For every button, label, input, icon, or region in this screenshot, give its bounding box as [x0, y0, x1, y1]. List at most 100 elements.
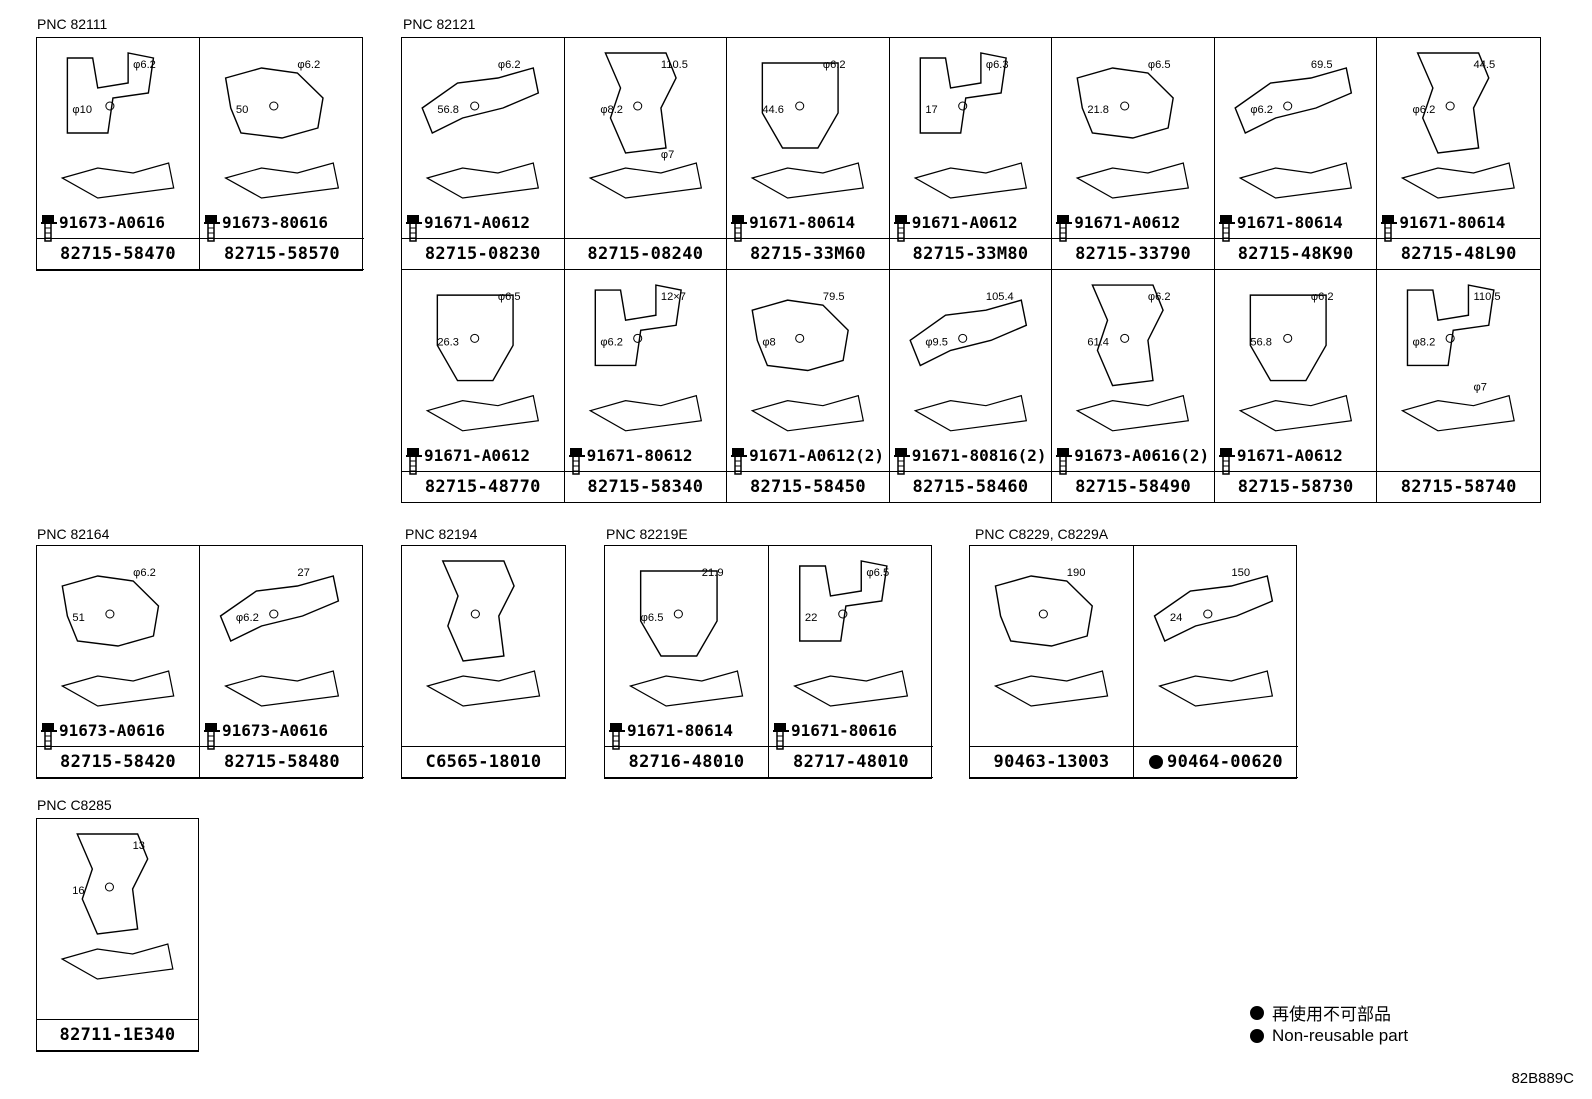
part-number[interactable]: 82715-33M60: [727, 238, 889, 269]
bolt-part-number: 91671-80614: [749, 213, 856, 232]
part-number[interactable]: 82715-58740: [1377, 471, 1540, 502]
bolt-part-number: 91673-A0616: [222, 721, 328, 740]
legend-en-text: Non-reusable part: [1272, 1026, 1409, 1045]
bolt-icon: [732, 448, 745, 475]
bolt-callout[interactable]: 91671-A0612: [406, 213, 530, 242]
bracket-drawing-icon: 21.9φ6.5: [628, 567, 744, 707]
dimension-label: 56.8: [1250, 336, 1272, 348]
bolt-callout[interactable]: 91673-80616: [204, 213, 328, 242]
bolt-callout[interactable]: 91671-80614: [1381, 213, 1505, 242]
bolt-callout[interactable]: 91671-A0612: [1218, 446, 1343, 475]
dimension-label: 51: [72, 612, 84, 624]
part-number[interactable]: 82716-48010: [605, 746, 768, 777]
bolt-icon: [1382, 215, 1395, 242]
part-number[interactable]: 90464-00620: [1134, 746, 1298, 777]
part-number[interactable]: 82717-48010: [769, 746, 933, 777]
bolt-part-number: 91671-A0612: [911, 213, 1018, 232]
bolt-part-number: 91671-80614: [627, 721, 733, 740]
bolt-callout[interactable]: 91671-A0612(2): [731, 446, 884, 475]
bolt-callout[interactable]: 91673-A0616: [41, 721, 165, 750]
part-number[interactable]: C6565-18010: [402, 746, 565, 777]
bolt-callout[interactable]: 91673-A0616: [41, 213, 165, 242]
part-cell[interactable]: 190 90463-13003: [970, 546, 1134, 778]
non-reusable-dot-icon: [1149, 755, 1164, 769]
part-number[interactable]: 82715-33790: [1052, 238, 1214, 269]
part-number[interactable]: 82711-1E340: [37, 1019, 198, 1050]
part-number[interactable]: 82715-08240: [564, 238, 727, 269]
part-number[interactable]: 82715-48L90: [1377, 238, 1540, 269]
dimension-label: 26.3: [437, 336, 459, 348]
part-number[interactable]: 82715-58450: [727, 471, 889, 502]
bracket-drawing-icon: φ6.250: [224, 59, 340, 199]
bolt-part-number: 91671-A0612: [1236, 446, 1343, 465]
part-number[interactable]: 82715-58460: [889, 471, 1052, 502]
part-number[interactable]: 82715-08230: [402, 238, 564, 269]
bolt-callout[interactable]: 91671-80816(2): [893, 446, 1047, 475]
dimension-label: 110.5: [1474, 291, 1501, 303]
bolt-callout[interactable]: 91673-A0616: [204, 721, 328, 750]
bolt-icon: [1057, 448, 1070, 475]
part-number[interactable]: 82715-48770: [402, 471, 564, 502]
non-reusable-dot-icon: [1250, 1029, 1264, 1043]
dimension-label: φ6.2: [600, 336, 623, 348]
bolt-icon: [1219, 215, 1232, 242]
bolt-callout[interactable]: 91671-A0612: [1056, 213, 1180, 242]
bolt-callout[interactable]: 91671-A0612: [893, 213, 1018, 242]
bolt-part-number: 91673-A0616(2): [1074, 446, 1210, 465]
part-number[interactable]: 82715-58730: [1214, 471, 1377, 502]
bolt-callout[interactable]: 91673-A0616(2): [1056, 446, 1210, 475]
part-number[interactable]: 82715-48K90: [1214, 238, 1377, 269]
bracket-drawing-icon: 110.5φ8.2φ7: [588, 52, 702, 199]
part-cell[interactable]: C6565-18010: [402, 546, 565, 778]
dimension-label: φ6.5: [1148, 59, 1171, 71]
bolt-callout[interactable]: 91671-80616: [773, 721, 897, 750]
bolt-icon: [732, 215, 745, 242]
bolt-callout[interactable]: 91671-80612: [568, 446, 693, 475]
part-number[interactable]: 82715-58470: [37, 238, 199, 269]
part-number[interactable]: 90463-13003: [970, 746, 1133, 777]
bolt-callout[interactable]: 91671-80614: [609, 721, 733, 750]
part-number[interactable]: 82715-58480: [200, 746, 364, 777]
bolt-part-number: 91671-A0612: [424, 446, 530, 465]
bracket-drawing-icon: φ6.244.6: [750, 59, 865, 199]
bolt-callout[interactable]: 91671-80614: [1218, 213, 1343, 242]
dimension-label: 17: [925, 104, 937, 116]
part-number[interactable]: 82715-58340: [564, 471, 727, 502]
dimension-label: 27: [297, 567, 310, 579]
part-number[interactable]: 82715-58570: [200, 238, 364, 269]
part-number[interactable]: 82715-58420: [37, 746, 199, 777]
bolt-callout[interactable]: 91671-A0612: [406, 446, 530, 475]
part-number[interactable]: 82715-33M80: [889, 238, 1052, 269]
group-label-82219E: PNC 82219E: [606, 526, 688, 542]
bolt-callout[interactable]: 91671-80614: [731, 213, 856, 242]
part-number[interactable]: 82715-58490: [1052, 471, 1214, 502]
